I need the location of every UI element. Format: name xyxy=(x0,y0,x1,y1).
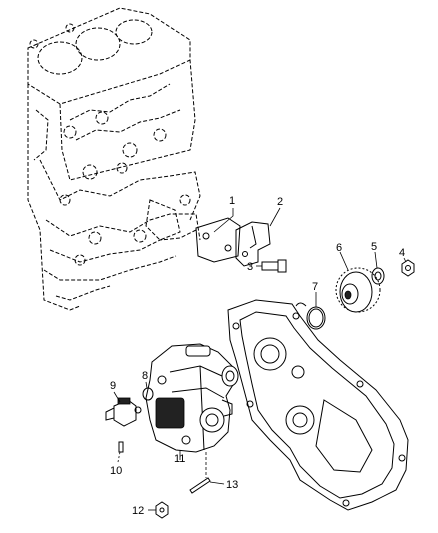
front-cover xyxy=(227,299,409,511)
callouts: 1 2 3 4 5 6 7 8 9 10 11 12 13 xyxy=(110,195,405,517)
callout-10: 10 xyxy=(110,465,122,477)
o-ring-part xyxy=(306,306,326,330)
callout-9: 9 xyxy=(110,380,116,392)
callout-13: 13 xyxy=(226,479,238,491)
pump-gear-part xyxy=(335,267,381,313)
bolt-part xyxy=(261,259,287,273)
engine-block xyxy=(27,7,201,311)
leader-lines xyxy=(113,207,407,511)
callout-8: 8 xyxy=(142,370,148,382)
callout-3: 3 xyxy=(247,261,253,273)
sensor-part xyxy=(105,397,142,427)
callout-1: 1 xyxy=(229,195,235,207)
stud-part xyxy=(189,477,211,494)
small-nut-part xyxy=(155,501,169,519)
callout-11: 11 xyxy=(174,453,185,465)
callout-7: 7 xyxy=(312,281,318,293)
callout-12: 12 xyxy=(132,505,144,517)
callout-5: 5 xyxy=(371,241,377,253)
callout-4: 4 xyxy=(399,247,405,259)
seal-ring-part xyxy=(142,387,154,401)
screw-part xyxy=(118,441,124,453)
washer-part xyxy=(371,267,385,285)
gasket-part xyxy=(195,217,241,263)
nut-part xyxy=(401,259,415,277)
callout-2: 2 xyxy=(277,196,283,208)
callout-6: 6 xyxy=(336,242,342,254)
fuel-injection-pump-part xyxy=(145,343,239,453)
bracket-part xyxy=(235,221,271,267)
